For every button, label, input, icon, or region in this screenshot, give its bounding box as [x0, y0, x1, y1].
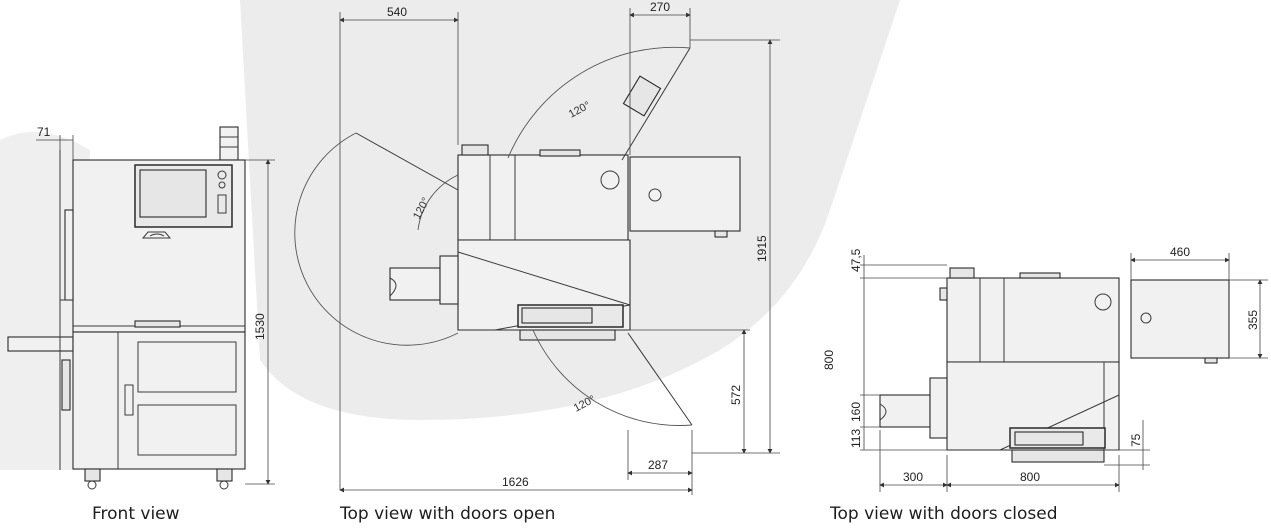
- closed-dim-113: 113: [849, 429, 863, 448]
- arc-top-door: [507, 46, 691, 159]
- closed-dim-800-vertical: 800: [822, 350, 836, 370]
- closed-right-unit: [1130, 279, 1230, 359]
- open-bottom-door: [627, 332, 693, 426]
- open-dim-1626: 1626: [502, 475, 529, 489]
- closed-left-drawer: [879, 394, 931, 428]
- open-left-door: [355, 132, 459, 191]
- front-lower-door-bottom: [137, 404, 237, 456]
- closed-dim-75: 75: [1129, 433, 1143, 447]
- front-chimney: [219, 126, 239, 161]
- open-dim-540: 540: [387, 5, 407, 19]
- front-lower-body: [72, 331, 246, 470]
- open-upper-block: [457, 154, 629, 241]
- front-dim-71: 71: [37, 125, 51, 139]
- caption-front-view: Front view: [92, 504, 180, 524]
- closed-dim-160: 160: [849, 402, 863, 422]
- open-dim-287: 287: [648, 458, 668, 472]
- arc-bottom-door: [532, 329, 693, 426]
- front-view-drawing: [7, 126, 275, 490]
- open-top-door: [621, 47, 691, 161]
- front-lower-door-top: [137, 341, 237, 393]
- closed-dim-800-horizontal: 800: [1020, 470, 1040, 484]
- caption-top-view-open: Top view with doors open: [340, 504, 556, 524]
- closed-dim-460: 460: [1170, 245, 1190, 259]
- front-dim-1530: 1530: [253, 313, 267, 340]
- closed-dim-300: 300: [903, 470, 923, 484]
- top-view-closed-drawing: [860, 253, 1268, 492]
- open-dim-572: 572: [729, 385, 743, 405]
- open-right-unit: [629, 156, 741, 232]
- open-dim-1915: 1915: [755, 235, 769, 262]
- closed-dim-355: 355: [1246, 310, 1260, 330]
- front-side-panel: [64, 209, 74, 301]
- arc-left-door: [294, 132, 459, 346]
- front-extension-arm: [7, 336, 74, 352]
- closed-dim-47-5: 47,5: [849, 248, 863, 272]
- closed-upper-block: [946, 277, 1120, 363]
- caption-top-view-closed: Top view with doors closed: [830, 504, 1058, 524]
- open-left-drawer: [389, 267, 441, 301]
- open-dim-270: 270: [650, 0, 670, 14]
- top-view-open-drawing: [294, 8, 780, 495]
